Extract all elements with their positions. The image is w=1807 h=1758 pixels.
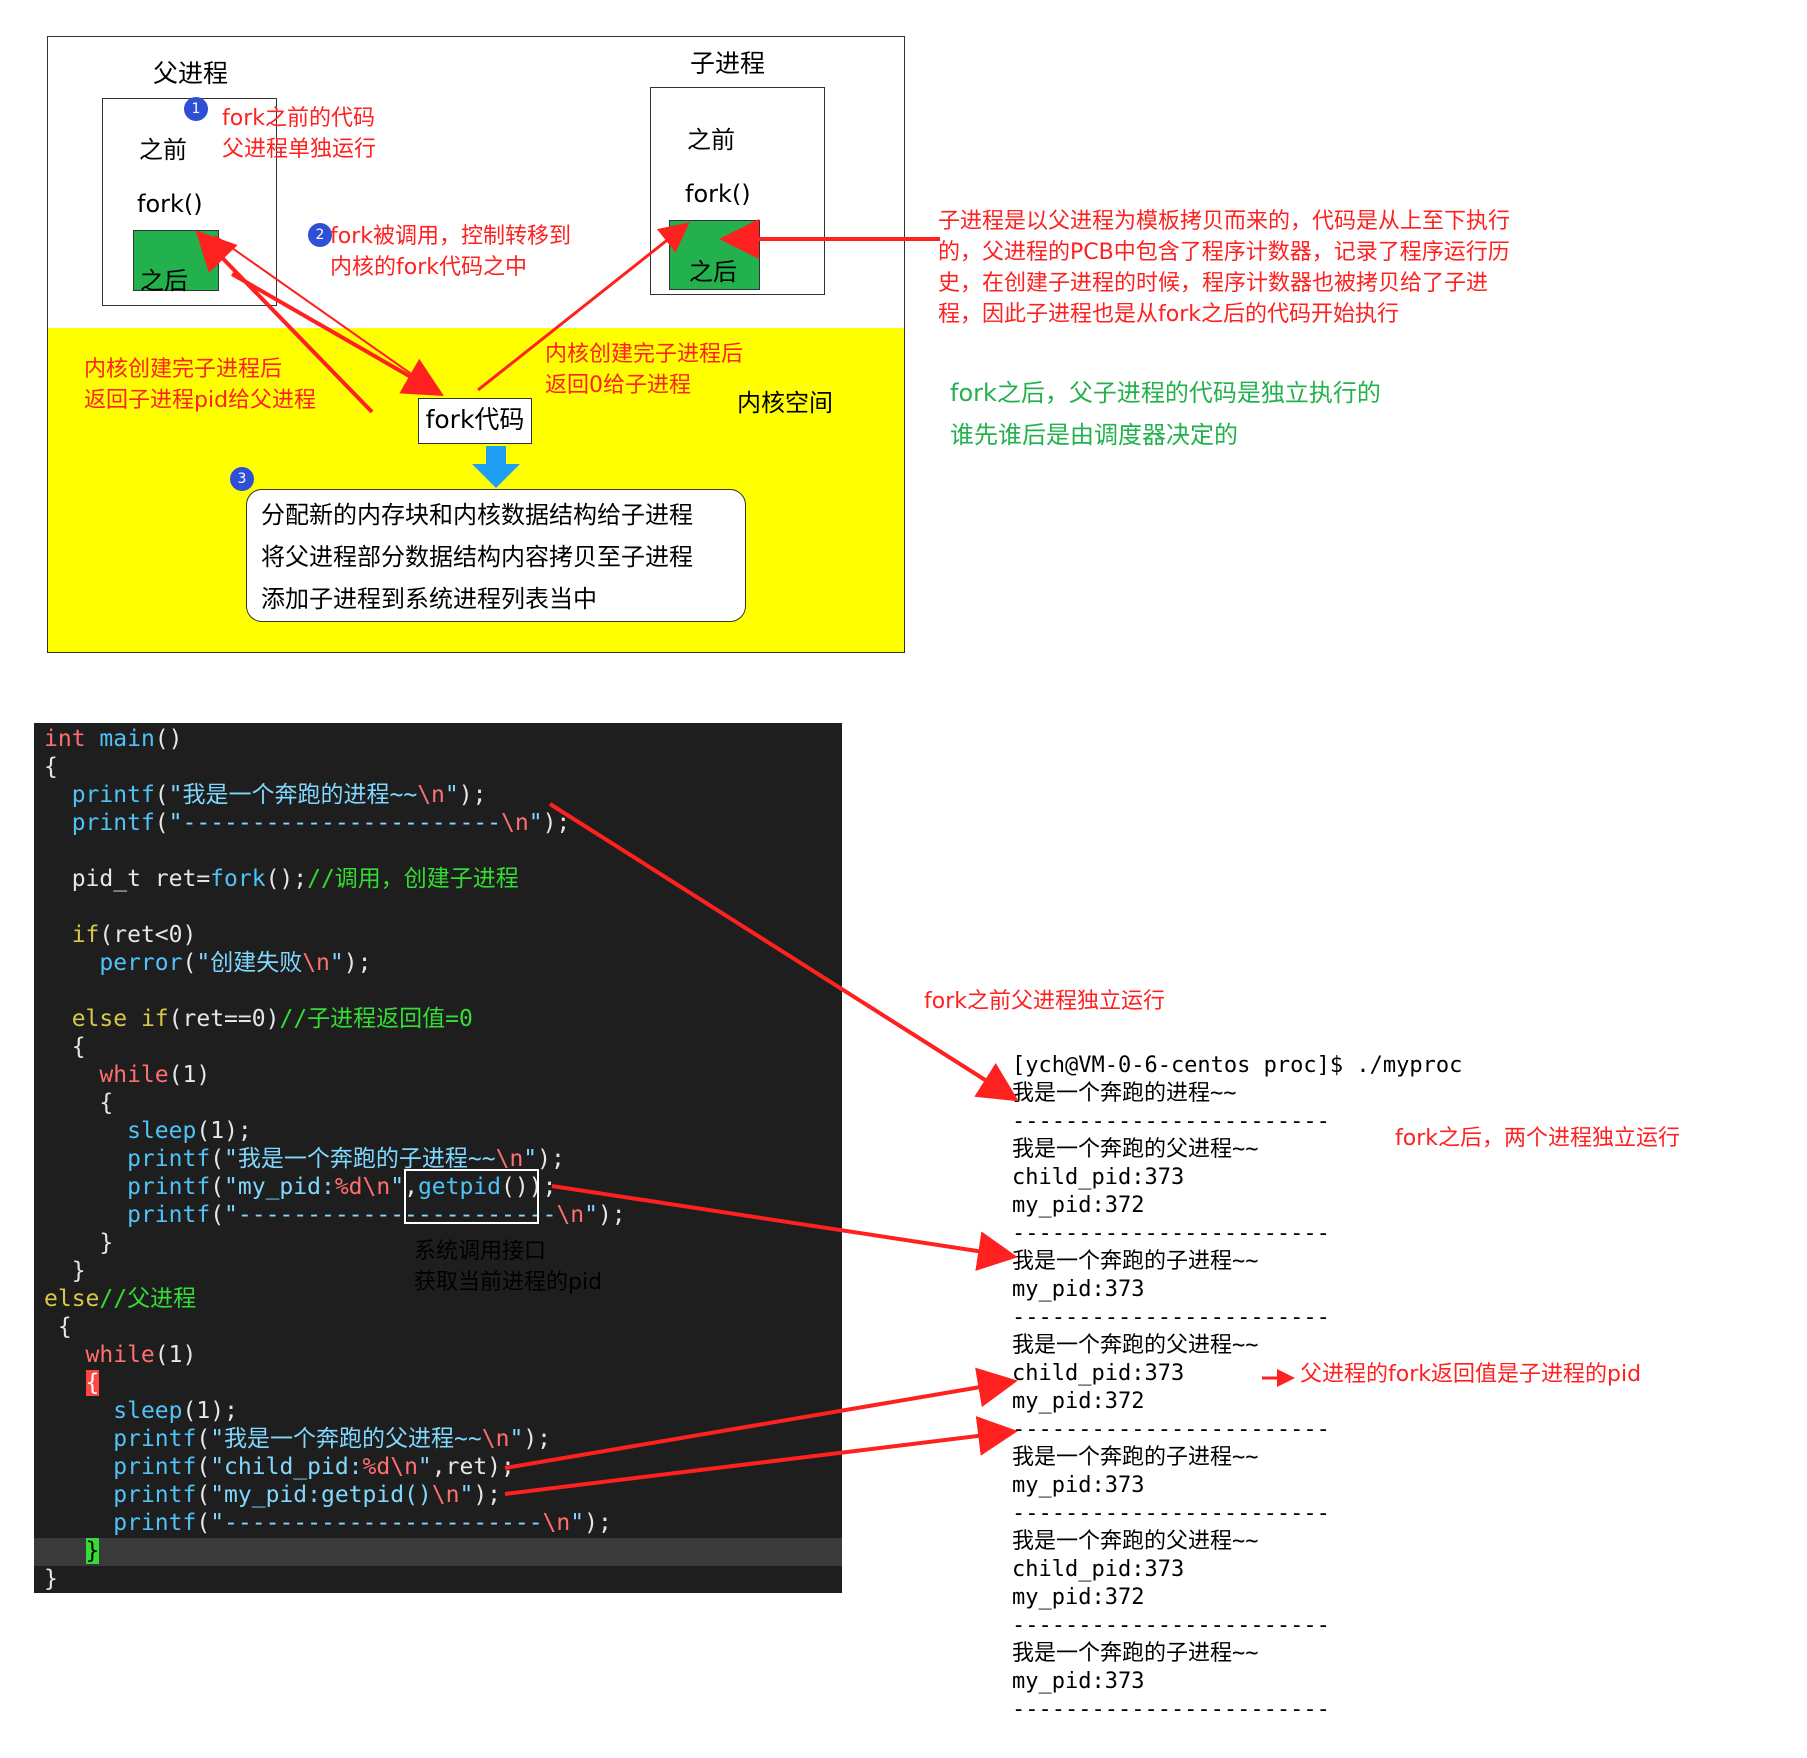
kernel-step-3: 添加子进程到系统进程列表当中 <box>261 585 597 613</box>
arrow-call-to-forkcode <box>231 272 444 396</box>
terminal-line: 我是一个奔跑的子进程~~ <box>1012 1445 1259 1470</box>
parent-process-title: 父进程 <box>153 59 229 88</box>
parent-before-label: 之前 <box>139 136 187 164</box>
kernel-note-parent: 内核创建完子进程后返回子进程pid给父进程 <box>84 357 317 413</box>
terminal-line: ------------------------ <box>1012 1417 1330 1442</box>
terminal-line: my_pid:372 <box>1012 1585 1145 1610</box>
arrow-mypid-to-output <box>504 1416 1018 1496</box>
terminal-line: child_pid:373 <box>1012 1557 1185 1582</box>
child-explain-note: 子进程是以父进程为模板拷贝而来的，代码是从上至下执行的，父进程的PCB中包含了程… <box>938 209 1511 327</box>
kernel-step-2: 将父进程部分数据结构内容拷贝至子进程 <box>261 543 693 571</box>
step-2-badge: 2 <box>308 223 332 247</box>
kernel-step-1: 分配新的内存块和内核数据结构给子进程 <box>261 501 693 529</box>
terminal-line: 我是一个奔跑的子进程~~ <box>1012 1641 1259 1666</box>
independent-note: fork之后，父子进程的代码是独立执行的谁先谁后是由调度器决定的 <box>950 379 1381 449</box>
parent-fork-call-label: fork() <box>137 190 203 218</box>
before-fork-annotation: fork之前父进程独立运行 <box>924 989 1165 1014</box>
terminal-output: [ych@VM-0-6-centos proc]$ ./myproc 我是一个奔跑… <box>1012 1052 1482 1724</box>
terminal-line: 我是一个奔跑的父进程~~ <box>1012 1529 1259 1554</box>
getpid-highlight-frame <box>404 1169 539 1224</box>
terminal-line: ------------------------ <box>1012 1501 1330 1526</box>
terminal-line: my_pid:373 <box>1012 1473 1145 1498</box>
terminal-line: 我是一个奔跑的子进程~~ <box>1012 1249 1259 1274</box>
terminal-line: my_pid:372 <box>1012 1193 1145 1218</box>
arrow-childpid-to-output <box>504 1367 1018 1470</box>
kernel-steps-box: 分配新的内存块和内核数据结构给子进程 将父进程部分数据结构内容拷贝至子进程 添加… <box>246 489 746 622</box>
terminal-line: ------------------------ <box>1012 1221 1330 1246</box>
terminal-line: my_pid:373 <box>1012 1277 1145 1302</box>
step-1-note: fork之前的代码父进程单独运行 <box>222 106 377 162</box>
terminal-line: [ych@VM-0-6-centos proc]$ ./myproc <box>1012 1053 1463 1078</box>
terminal-line: 我是一个奔跑的进程~~ <box>1012 1081 1237 1106</box>
arrow-kernel-to-parent-after <box>195 230 374 414</box>
arrow-before-fork <box>548 802 1019 1102</box>
step-1-badge: 1 <box>184 97 208 121</box>
code-editor: int main() { printf("我是一个奔跑的进程~~\n"); pr… <box>34 723 842 1593</box>
kernel-note-child: 内核创建完子进程后返回0给子进程 <box>545 342 744 398</box>
terminal-line: my_pid:373 <box>1012 1669 1145 1694</box>
current-line-highlight <box>34 1538 842 1566</box>
terminal-line: my_pid:372 <box>1012 1389 1145 1414</box>
arrow-kernel-to-child-after <box>477 222 690 392</box>
source-code: int main() { printf("我是一个奔跑的进程~~\n"); pr… <box>44 726 626 1592</box>
terminal-line: child_pid:373 <box>1012 1361 1185 1386</box>
parent-return-annotation: 父进程的fork返回值是子进程的pid <box>1300 1362 1642 1387</box>
arrow-fork-to-kernel <box>214 235 438 393</box>
terminal-line: ------------------------ <box>1012 1613 1330 1638</box>
child-before-label: 之前 <box>687 126 735 154</box>
step-3-badge: 3 <box>230 467 254 491</box>
syscall-note: 系统调用接口获取当前进程的pid <box>414 1239 603 1295</box>
child-process-title: 子进程 <box>690 49 766 78</box>
terminal-line: child_pid:373 <box>1012 1165 1185 1190</box>
terminal-line: ------------------------ <box>1012 1109 1330 1134</box>
terminal-line: 我是一个奔跑的父进程~~ <box>1012 1137 1259 1162</box>
terminal-line: ------------------------ <box>1012 1697 1330 1722</box>
kernel-space-label: 内核空间 <box>737 389 833 417</box>
after-fork-annotation: fork之后，两个进程独立运行 <box>1395 1126 1680 1151</box>
blue-down-arrow <box>472 446 520 488</box>
arrow-getpid-to-output <box>551 1184 1018 1271</box>
parent-after-label: 之后 <box>140 267 188 295</box>
child-after-label: 之后 <box>689 258 737 286</box>
terminal-line: 我是一个奔跑的父进程~~ <box>1012 1333 1259 1358</box>
fork-code-box: fork代码 <box>418 398 532 444</box>
terminal-line: ------------------------ <box>1012 1305 1330 1330</box>
child-fork-call-label: fork() <box>685 180 751 208</box>
step-2-note: fork被调用，控制转移到内核的fork代码之中 <box>330 224 571 280</box>
